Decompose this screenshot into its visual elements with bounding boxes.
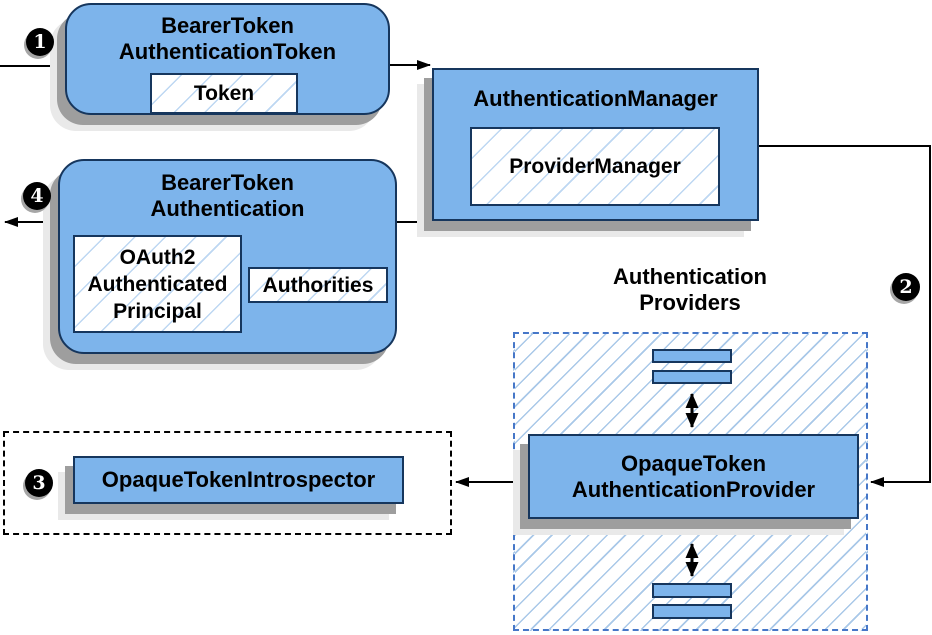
node-title: AuthenticationManager <box>473 86 718 111</box>
provider-bar <box>652 349 732 363</box>
provider-bar <box>652 604 732 619</box>
member-token: Token <box>150 73 298 114</box>
node-bearer-token-authentication: BearerToken Authentication OAuth2 Authen… <box>58 159 397 354</box>
step-4-badge: 4 <box>23 182 51 210</box>
step-1-badge: 1 <box>26 28 54 56</box>
member-provider-manager: ProviderManager <box>470 127 720 206</box>
node-title: BearerToken AuthenticationToken <box>118 13 337 64</box>
step-2-badge: 2 <box>892 273 920 301</box>
provider-bar <box>652 583 732 598</box>
step-3-badge: 3 <box>25 469 53 497</box>
node-authentication-manager: AuthenticationManager ProviderManager <box>432 68 759 221</box>
node-bearer-token-authentication-token: BearerToken AuthenticationToken Token <box>65 3 390 115</box>
arrow-manager-to-provider <box>759 145 931 487</box>
member-oauth2-authenticated-principal: OAuth2 Authenticated Principal <box>73 235 242 333</box>
provider-bar <box>652 370 732 384</box>
member-authorities: Authorities <box>248 267 388 303</box>
node-title: OpaqueTokenIntrospector <box>101 467 376 492</box>
node-title: BearerToken Authentication <box>150 170 305 221</box>
authentication-providers-label: Authentication Providers <box>613 264 767 315</box>
node-title: OpaqueToken AuthenticationProvider <box>571 450 816 502</box>
node-opaque-token-authentication-provider: OpaqueToken AuthenticationProvider <box>528 434 859 519</box>
node-opaque-token-introspector: OpaqueTokenIntrospector <box>73 456 404 504</box>
